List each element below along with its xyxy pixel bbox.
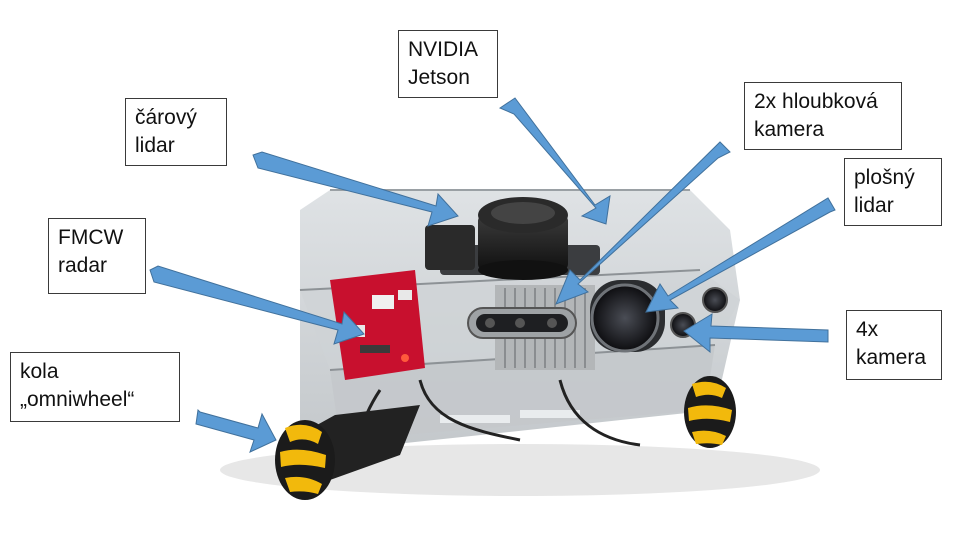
label-line-lidar-line2: lidar xyxy=(135,134,175,157)
label-area-lidar-line2: lidar xyxy=(854,194,894,217)
label-area-lidar-line1: plošný xyxy=(854,166,915,189)
label-depth-camera-line1: 2x hloubková xyxy=(754,90,878,113)
label-omniwheels-line1: kola xyxy=(20,360,59,383)
label-nvidia-jetson-line2: Jetson xyxy=(408,66,470,89)
label-omniwheels: kola „omniwheel“ xyxy=(10,352,180,422)
label-area-lidar: plošný lidar xyxy=(844,158,942,226)
label-line-lidar: čárový lidar xyxy=(125,98,227,166)
label-nvidia-jetson: NVIDIA Jetson xyxy=(398,30,498,98)
omniwheel-left xyxy=(275,420,335,500)
label-omniwheels-line2: „omniwheel“ xyxy=(20,388,135,411)
area-lidar xyxy=(590,280,665,353)
label-cameras: 4x kamera xyxy=(846,310,942,380)
label-line-lidar-line1: čárový xyxy=(135,106,197,129)
label-cameras-line1: 4x xyxy=(856,318,879,341)
label-fmcw-radar-line1: FMCW xyxy=(58,226,124,249)
line-lidar xyxy=(478,197,568,280)
depth-camera xyxy=(467,307,577,339)
label-fmcw-radar-line2: radar xyxy=(58,254,108,277)
radar-board xyxy=(330,270,425,380)
label-fmcw-radar: FMCW radar xyxy=(48,218,146,294)
label-depth-camera-line2: kamera xyxy=(754,118,825,141)
omniwheel-right xyxy=(684,376,736,448)
label-depth-camera: 2x hloubková kamera xyxy=(744,82,902,150)
label-nvidia-jetson-line1: NVIDIA xyxy=(408,38,479,61)
label-cameras-line2: kamera xyxy=(856,346,927,369)
